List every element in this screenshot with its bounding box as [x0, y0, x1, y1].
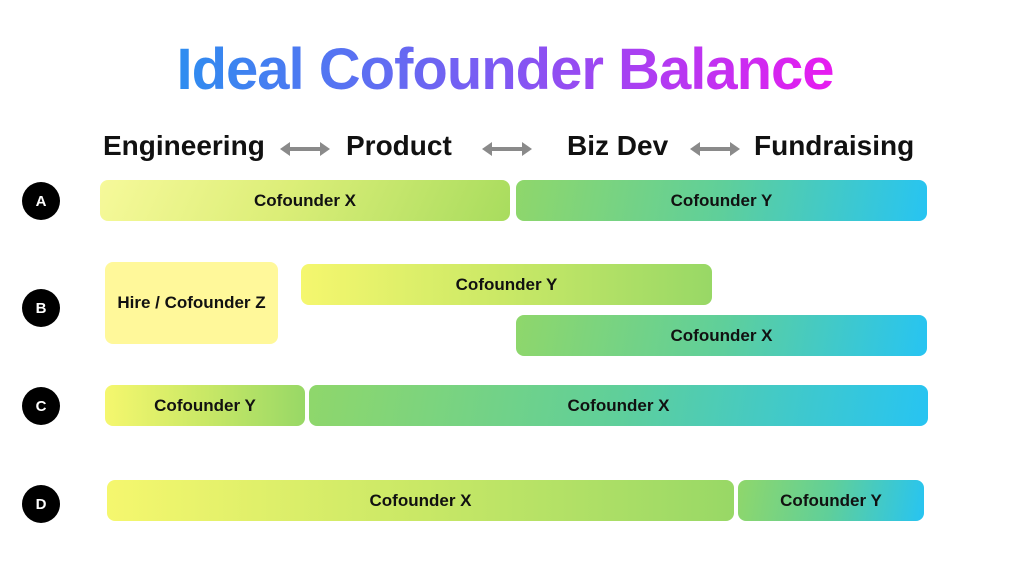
- bar-c-cofounder-x: Cofounder X: [309, 385, 928, 426]
- bar-d-cofounder-y: Cofounder Y: [738, 480, 924, 521]
- bar-b-cofounder-x: Cofounder X: [516, 315, 927, 356]
- row-label-b: B: [22, 289, 60, 327]
- bar-b-hire-cofounder-z: Hire / Cofounder Z: [105, 262, 278, 344]
- header-product: Product: [346, 130, 452, 161]
- double-arrow-icon: [690, 142, 740, 156]
- bar-d-cofounder-x: Cofounder X: [107, 480, 734, 521]
- row-label-a: A: [22, 182, 60, 220]
- bar-a-cofounder-y: Cofounder Y: [516, 180, 927, 221]
- header-engineering: Engineering: [103, 130, 265, 161]
- page-title: Ideal Cofounder Balance: [0, 36, 1010, 103]
- bar-a-cofounder-x: Cofounder X: [100, 180, 510, 221]
- header-biz-dev: Biz Dev: [567, 130, 669, 161]
- double-arrow-icon: [482, 142, 532, 156]
- bar-c-cofounder-y: Cofounder Y: [105, 385, 305, 426]
- row-label-c: C: [22, 387, 60, 425]
- bar-b-cofounder-y: Cofounder Y: [301, 264, 712, 305]
- header-fundraising: Fundraising: [754, 130, 915, 161]
- row-label-d: D: [22, 485, 60, 523]
- double-arrow-icon: [280, 142, 330, 156]
